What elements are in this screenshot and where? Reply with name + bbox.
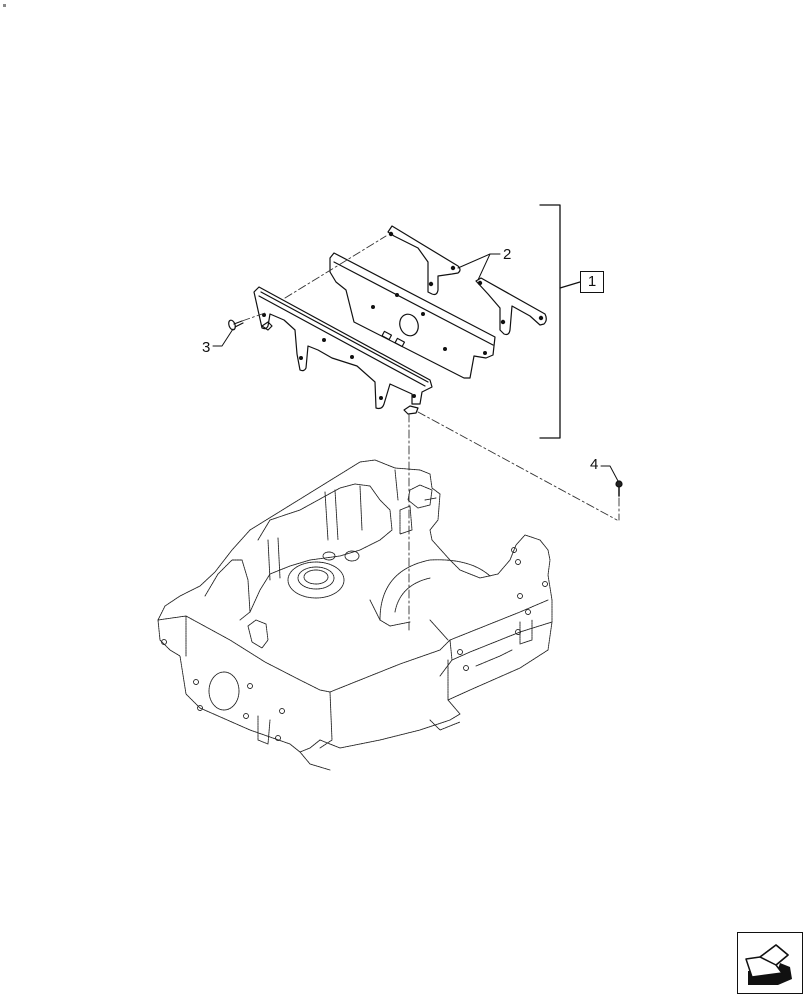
axle-support-housing [157, 459, 553, 771]
side-bracket-right [475, 277, 547, 336]
front-support-bar [253, 286, 433, 415]
previous-page-arrow-icon [745, 944, 792, 985]
screw-4 [615, 480, 623, 497]
assembly-bracket [539, 204, 581, 439]
callout-2: 2 [503, 246, 511, 263]
corner-mark [3, 4, 6, 7]
callout-4: 4 [590, 456, 598, 473]
rear-plate [329, 252, 496, 379]
alignment-lines [241, 235, 620, 631]
previous-page-button[interactable] [737, 932, 803, 994]
leader-lines [212, 253, 619, 482]
side-bracket-left [387, 225, 461, 296]
screw-3 [228, 319, 244, 331]
callout-3: 3 [202, 339, 210, 356]
callout-1-boxed: 1 [580, 271, 604, 293]
